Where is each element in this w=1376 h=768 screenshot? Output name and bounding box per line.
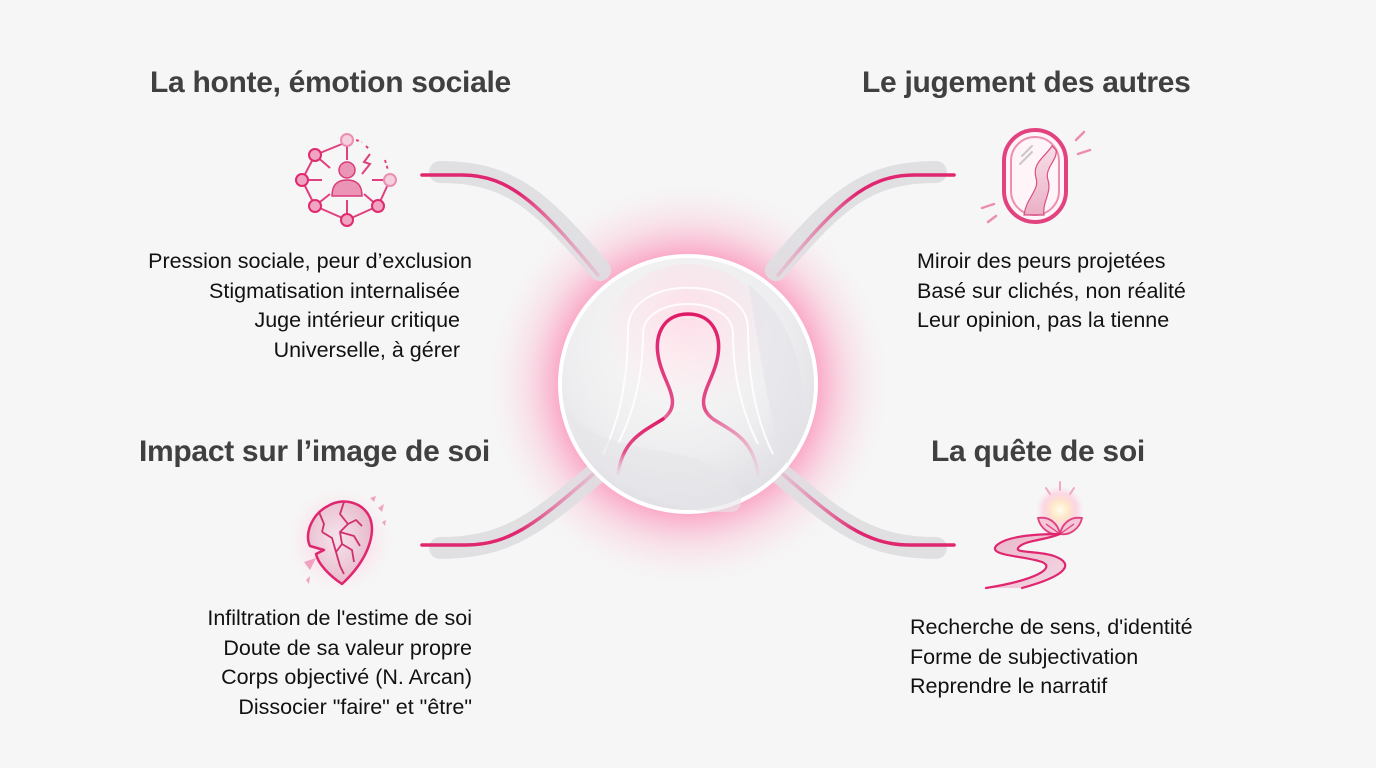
bullet-item: Dissocier "faire" et "être" [238, 694, 472, 719]
bullet-item: Basé sur clichés, non réalité [917, 278, 1186, 303]
bullet-item: Infiltration de l'estime de soi [207, 606, 472, 630]
connector-line-br [776, 468, 956, 547]
title-bottom-right: La quête de soi [931, 435, 1145, 468]
title-top-left: La honte, émotion sociale [150, 66, 511, 99]
bullet-item: Universelle, à gérer [273, 337, 460, 362]
bullet-item: Doute de sa valeur propre [223, 635, 472, 660]
bullet-list-bottom-right: Recherche de sens, d'identité Forme de s… [910, 613, 1193, 702]
connector-line-tl [420, 173, 600, 277]
title-bottom-left: Impact sur l’image de soi [139, 435, 490, 468]
bullet-list-bottom-left: Infiltration de l'estime de soi Doute de… [207, 604, 472, 722]
bullet-list-top-right: Miroir des peurs projetées Basé sur clic… [917, 247, 1186, 336]
bullet-item: Reprendre le narratif [910, 674, 1108, 698]
person-silhouette-icon [655, 312, 760, 476]
bullet-item: Stigmatisation internalisée [209, 278, 460, 303]
bullet-item: Corps objectivé (N. Arcan) [221, 665, 472, 689]
bullet-item: Pression sociale, peur d’exclusion [148, 249, 472, 273]
central-person-hub [558, 254, 818, 514]
bullet-list-top-left: Pression sociale, peur d’exclusion Stigm… [148, 247, 472, 365]
distorted-mirror-icon [980, 128, 1092, 224]
bullet-item: Miroir des peurs projetées [917, 249, 1166, 273]
title-top-right: Le jugement des autres [862, 66, 1191, 99]
cracked-shield-icon [288, 488, 392, 590]
connector-line-bl [420, 468, 600, 547]
social-network-icon [295, 133, 397, 227]
bullet-item: Forme de subjectivation [910, 644, 1139, 669]
connector-line-tr [776, 173, 956, 277]
bullet-item: Juge intérieur critique [254, 308, 460, 332]
winding-path-lotus-icon [984, 481, 1084, 590]
bullet-item: Recherche de sens, d'identité [910, 615, 1193, 639]
bullet-item: Leur opinion, pas la tienne [917, 308, 1170, 332]
